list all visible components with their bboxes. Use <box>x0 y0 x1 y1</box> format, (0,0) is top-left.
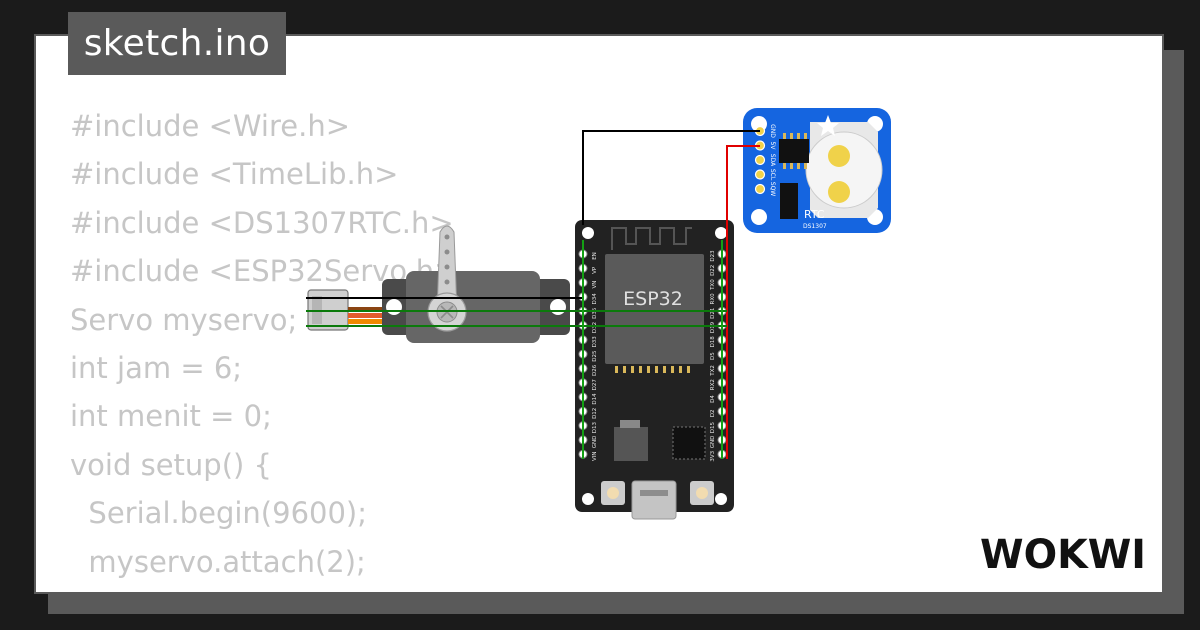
esp32-pin-label: D13 <box>592 421 598 433</box>
regulator-tab <box>620 420 640 428</box>
rtc-label: RTC <box>804 208 825 221</box>
wokwi-logo-text: WOKWI <box>980 532 1146 576</box>
esp32-module-pins <box>615 366 690 373</box>
adafruit-flower-icon <box>817 115 839 136</box>
code-line: #include <TimeLib.h> <box>70 157 399 192</box>
rtc-pin-label: GND <box>769 124 776 138</box>
code-line: int jam = 6; <box>70 350 243 385</box>
esp32-pin-label: D19 <box>710 321 716 333</box>
esp32-pin-label: D12 <box>592 408 598 419</box>
esp32-module <box>605 254 704 364</box>
esp32-pin-label: D26 <box>592 364 598 376</box>
voltage-regulator <box>614 427 648 461</box>
file-tab[interactable]: sketch.ino <box>68 12 286 75</box>
esp32-label: ESP32 <box>623 288 683 310</box>
esp32-mount-hole <box>715 493 727 505</box>
code-line: Servo myservo; <box>70 302 298 337</box>
esp32-pin-label: D2 <box>710 409 716 417</box>
esp32-pin-label: D23 <box>710 250 716 262</box>
reset-button-cap <box>696 487 708 499</box>
esp32-pin-label: GND <box>592 436 598 449</box>
servo-wire-orange <box>348 319 386 324</box>
servo-body <box>406 271 540 343</box>
esp32-pin-label: EN <box>592 252 598 260</box>
esp32-pin-label: D4 <box>710 395 716 403</box>
esp32-pin-label: D34 <box>592 293 598 305</box>
rtc-pin-scl[interactable] <box>754 169 766 180</box>
esp32-pin-label: D5 <box>710 352 716 360</box>
esp32-pin-label: D18 <box>710 336 716 348</box>
code-line: #include <Wire.h> <box>70 109 351 143</box>
code-line: void setup() { <box>70 447 272 482</box>
servo-wire-red <box>348 313 386 318</box>
esp32-pin-label: D15 <box>710 421 716 433</box>
rtc-mount-hole <box>751 209 767 225</box>
usb-uart-chip <box>672 426 706 460</box>
esp32-pin-label: D27 <box>592 379 598 391</box>
esp32-pin-label: 3V3 <box>710 450 716 461</box>
code-line: Serial.begin(9600); <box>70 496 368 531</box>
esp32-pin-label: GND <box>710 436 716 449</box>
rtc-model-label: DS1307 <box>803 223 827 230</box>
coin-cell <box>805 131 883 209</box>
boot-button-cap <box>607 487 619 499</box>
esp32-mount-hole <box>715 227 727 239</box>
esp32-pin-label: TX2 <box>710 365 716 377</box>
ds1307-chip-pins <box>783 133 807 169</box>
esp32-pin-label: RX2 <box>710 379 716 390</box>
code-line: int menit = 0; <box>70 399 272 434</box>
esp32-pin-label: VN <box>592 281 598 289</box>
battery-contact <box>828 145 850 167</box>
rtc-pin-label: SCL <box>769 169 776 181</box>
wire-rtc-gnd[interactable] <box>582 130 760 225</box>
servo-mount-hole <box>386 299 402 315</box>
code-line: myservo.attach(2); <box>70 544 366 579</box>
rtc-pin-label: SDA <box>769 154 776 167</box>
rtc-pin-label: 5V <box>769 142 776 151</box>
code-line: #include <DS1307RTC.h> <box>70 205 454 240</box>
ds1307-chip <box>779 139 809 163</box>
usb-port-slot <box>640 490 668 496</box>
esp32-pin-label: VP <box>592 266 598 274</box>
esp32-pin-label: D21 <box>710 308 716 319</box>
esp32-antenna <box>611 227 692 250</box>
esp32-mount-hole <box>582 493 594 505</box>
wire-rtc-5v[interactable] <box>726 145 760 459</box>
esp32-pin-label: D35 <box>592 307 598 319</box>
rtc-pin-sqw[interactable] <box>754 183 766 195</box>
esp32-pin-label: D25 <box>592 350 598 362</box>
esp32-pin-label: RX0 <box>710 293 716 305</box>
battery-contact <box>828 181 850 203</box>
esp32-board[interactable]: ESP32 ENVPVND34D35D32D33D25D26D27D14D12D… <box>575 220 734 520</box>
esp32-pin-label: D14 <box>592 393 598 405</box>
servo-wire-brown <box>348 307 386 312</box>
esp32-pin-label: D32 <box>592 322 598 333</box>
code-preview: #include <Wire.h> #include <TimeLib.h> #in… <box>70 102 458 586</box>
servo-mount-hole <box>550 299 566 315</box>
wires <box>306 130 760 459</box>
esp32-pin-label: VIN <box>592 451 598 461</box>
esp32-mount-hole <box>582 227 594 239</box>
esp32-pin-label: D33 <box>592 336 598 348</box>
esp32-pin-label: TX0 <box>710 279 716 291</box>
wokwi-logo[interactable]: WOKWI <box>978 528 1150 576</box>
rtc-pin-sda[interactable] <box>754 154 766 166</box>
rtc-pin-label: SQW <box>769 182 776 197</box>
usb-port[interactable] <box>631 480 677 520</box>
crystal <box>780 183 798 219</box>
esp32-pin-label: D22 <box>710 265 716 276</box>
